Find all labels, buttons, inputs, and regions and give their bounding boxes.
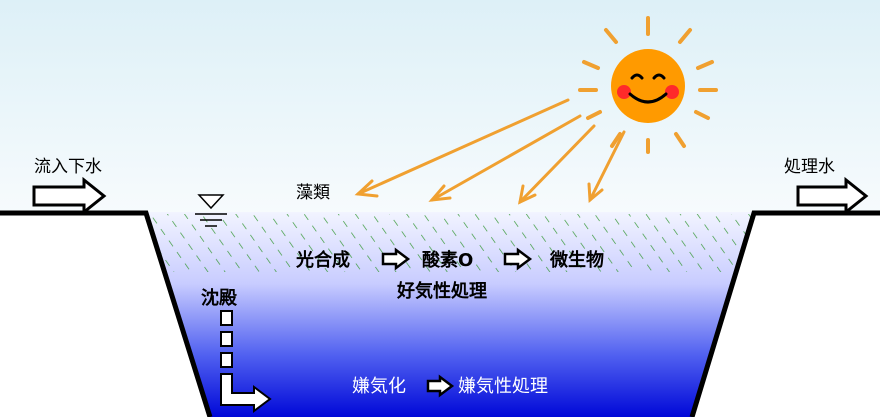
inflow-label: 流入下水 [34, 157, 102, 177]
anaerobic-conversion-label: 嫌気化 [352, 376, 406, 397]
aerobic-label: 好気性処理 [396, 280, 487, 302]
process-arrow-icon-3 [426, 374, 455, 398]
sky [0, 0, 880, 214]
sunlight-arrows [354, 98, 626, 205]
sedimentation-arrow-icon [220, 310, 272, 413]
ground-line-right [689, 210, 880, 417]
sun-icon [611, 49, 685, 123]
microbes-label: 微生物 [549, 249, 604, 271]
algae-layer [146, 214, 754, 272]
sun-rays-icon [578, 16, 718, 154]
oxygen-label: 酸素O [422, 249, 473, 271]
outflow-label: 処理水 [784, 157, 835, 177]
sedimentation-label: 沈殿 [201, 287, 238, 309]
outflow-arrow-icon [796, 176, 869, 216]
ground-line [0, 210, 213, 417]
algae-label: 藻類 [296, 183, 330, 203]
inflow-arrow-icon [32, 176, 107, 216]
process-arrow-icon [381, 247, 411, 271]
photosynthesis-label: 光合成 [295, 249, 350, 271]
process-arrow-icon-2 [503, 247, 533, 271]
water-level-symbol [195, 194, 227, 227]
anaerobic-treatment-label: 嫌気性処理 [458, 376, 548, 397]
